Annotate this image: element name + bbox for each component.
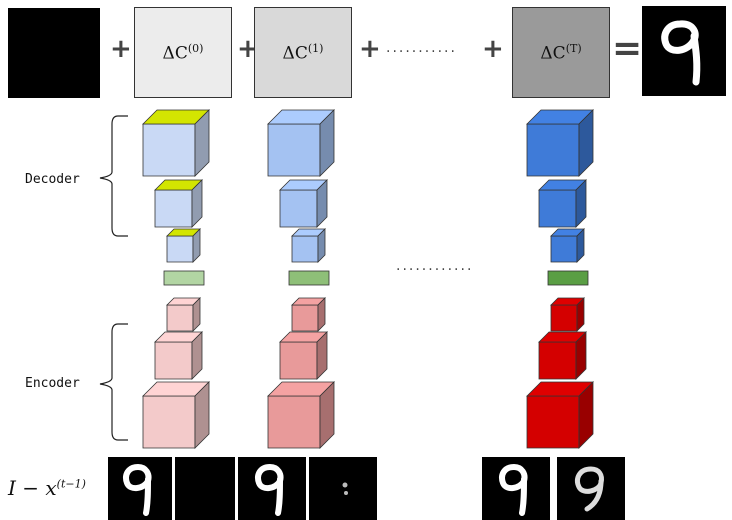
delta-canvas-0: ΔC(0) bbox=[134, 7, 232, 98]
encoder-cube-medium-2-front bbox=[538, 341, 577, 380]
encoder-cube-small-2-front bbox=[550, 304, 578, 332]
input-label: I − x(t−1) bbox=[8, 476, 86, 500]
output-digit-image bbox=[642, 6, 726, 96]
encoder-cube-large-1-front bbox=[267, 395, 321, 449]
delta-canvas-1: ΔC(1) bbox=[254, 7, 352, 98]
middle-ellipsis: ............ bbox=[396, 258, 474, 274]
decoder-cube-small-2-front bbox=[550, 235, 578, 263]
delta-canvas-T-label: ΔC bbox=[540, 43, 566, 64]
input-label-base: I − x bbox=[8, 476, 57, 500]
decoder-cube-large-2-side bbox=[578, 109, 594, 177]
decoder-cube-small-1-side bbox=[317, 228, 326, 263]
encoder-cube-medium-1-front bbox=[279, 341, 318, 380]
delta-canvas-1-sup: (1) bbox=[307, 41, 324, 55]
decoder-cube-large-1-front bbox=[267, 123, 321, 177]
encoder-cube-small-0-front bbox=[166, 304, 194, 332]
encoder-cube-medium-2-side bbox=[575, 331, 587, 380]
delta-canvas-T: ΔC(T) bbox=[512, 7, 610, 98]
input-blank-image bbox=[175, 457, 235, 520]
input-digit-image-1 bbox=[238, 457, 306, 520]
encoder-cube-medium-1-side bbox=[316, 331, 328, 380]
decoder-cube-small-1-front bbox=[291, 235, 319, 263]
encoder-cube-large-2-side bbox=[578, 381, 594, 449]
latent-code-1 bbox=[288, 270, 330, 286]
decoder-cube-medium-1-front bbox=[279, 189, 318, 228]
initial-canvas bbox=[8, 8, 100, 98]
encoder-cube-small-1-front bbox=[291, 304, 319, 332]
encoder-cube-small-0-side bbox=[192, 297, 201, 332]
latent-code-0 bbox=[163, 270, 205, 286]
delta-canvas-0-label: ΔC bbox=[162, 43, 188, 64]
plus-sign: + bbox=[482, 34, 504, 64]
encoder-cube-medium-0-front bbox=[154, 341, 193, 380]
input-faint-image bbox=[309, 457, 377, 520]
encoder-cube-large-0-front bbox=[142, 395, 196, 449]
encoder-label: Encoder bbox=[25, 376, 80, 391]
decoder-cube-small-0-side bbox=[192, 228, 201, 263]
input-digit-image-3 bbox=[557, 457, 625, 520]
encoder-cube-medium-0-side bbox=[191, 331, 203, 380]
decoder-cube-large-0-front bbox=[142, 123, 196, 177]
decoder-brace bbox=[99, 115, 128, 237]
decoder-cube-large-2-front bbox=[526, 123, 580, 177]
delta-canvas-1-label: ΔC bbox=[282, 43, 308, 64]
delta-canvas-0-sup: (0) bbox=[187, 41, 204, 55]
top-ellipsis: ........... bbox=[386, 40, 457, 56]
latent-code-2 bbox=[547, 270, 589, 286]
decoder-cube-medium-2-side bbox=[575, 179, 587, 228]
equals-sign: = bbox=[612, 28, 643, 69]
decoder-cube-medium-0-side bbox=[191, 179, 203, 228]
input-digit-image-2 bbox=[482, 457, 550, 520]
decoder-cube-medium-1-side bbox=[316, 179, 328, 228]
decoder-cube-small-2-side bbox=[576, 228, 585, 263]
decoder-cube-medium-0-front bbox=[154, 189, 193, 228]
plus-sign: + bbox=[359, 34, 381, 64]
encoder-brace bbox=[99, 323, 128, 441]
encoder-cube-small-2-side bbox=[576, 297, 585, 332]
encoder-cube-small-1-side bbox=[317, 297, 326, 332]
encoder-cube-large-0-side bbox=[194, 381, 210, 449]
encoder-cube-large-2-front bbox=[526, 395, 580, 449]
decoder-cube-large-0-side bbox=[194, 109, 210, 177]
decoder-cube-medium-2-front bbox=[538, 189, 577, 228]
decoder-cube-large-1-side bbox=[319, 109, 335, 177]
decoder-cube-small-0-front bbox=[166, 235, 194, 263]
input-digit-image-0 bbox=[108, 457, 172, 520]
delta-canvas-T-sup: (T) bbox=[565, 41, 582, 55]
plus-sign: + bbox=[237, 34, 259, 64]
input-label-sup: (t−1) bbox=[56, 477, 86, 491]
encoder-cube-large-1-side bbox=[319, 381, 335, 449]
plus-sign: + bbox=[110, 34, 132, 64]
decoder-label: Decoder bbox=[25, 172, 80, 187]
